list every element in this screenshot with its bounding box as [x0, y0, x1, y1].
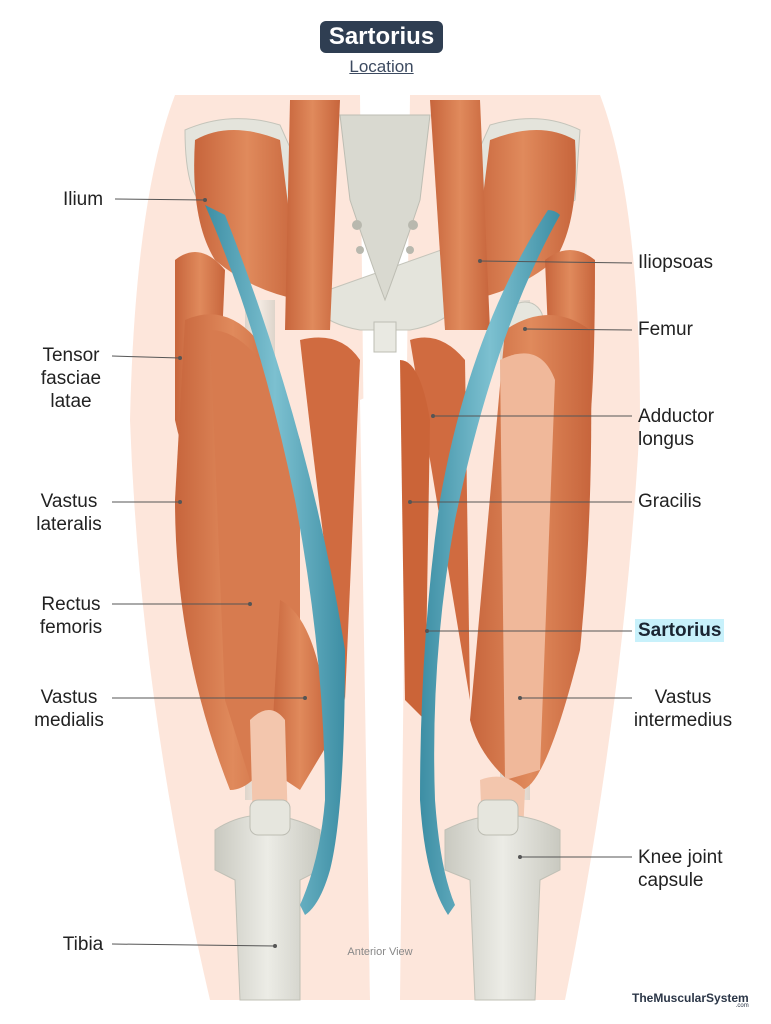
label-adductor-longus: Adductor longus [638, 405, 714, 451]
label-line: Vastus [40, 687, 98, 708]
label-knee-joint-capsule: Knee joint capsule [638, 846, 723, 892]
label-rectus-femoris: Rectus femoris [26, 593, 116, 639]
label-line: longus [638, 429, 694, 450]
label-line: lateralis [36, 514, 102, 535]
label-gracilis: Gracilis [638, 490, 701, 513]
label-line: Iliopsoas [638, 252, 713, 273]
leader-dots [178, 198, 527, 948]
label-tensor-fasciae-latae: Tensor fasciae latae [28, 344, 114, 413]
label-line: Vastus [654, 687, 712, 708]
right-thigh-muscles [400, 100, 595, 910]
label-line: femoris [39, 617, 103, 638]
label-line: Tensor [42, 345, 100, 366]
label-line: fasciae [40, 368, 102, 389]
label-line: Rectus [41, 594, 101, 615]
label-ilium: Ilium [48, 188, 118, 211]
label-line: latae [50, 391, 92, 412]
brand-tld: .com [735, 1003, 749, 1009]
label-vastus-intermedius: Vastus intermedius [618, 686, 748, 732]
label-femur: Femur [638, 318, 693, 341]
label-iliopsoas: Iliopsoas [638, 251, 713, 274]
label-tibia: Tibia [48, 933, 118, 956]
label-line: Femur [638, 319, 693, 340]
knee-and-tibia [214, 799, 561, 1001]
page-subtitle: Location [349, 57, 414, 76]
label-line: Ilium [62, 189, 104, 210]
brand-name: TheMuscularSystem [632, 991, 749, 1005]
leader-lines [111, 198, 633, 947]
label-line: Vastus [40, 491, 98, 512]
label-line-highlighted: Sartorius [635, 619, 725, 642]
label-line: Tibia [62, 934, 104, 955]
label-sartorius: Sartorius [635, 619, 725, 642]
sartorius-muscle [205, 205, 560, 915]
label-line: Knee joint [638, 847, 723, 868]
view-caption: Anterior View [347, 946, 413, 958]
label-line: Gracilis [638, 491, 702, 512]
label-line: medialis [34, 710, 104, 731]
label-line: Adductor [638, 406, 715, 427]
page-title: Sartorius [320, 21, 443, 53]
label-vastus-medialis: Vastus medialis [22, 686, 116, 732]
label-line: capsule [638, 870, 704, 891]
label-vastus-lateralis: Vastus lateralis [22, 490, 116, 536]
brand-logo: TheMuscularSystem .com [632, 991, 749, 1009]
label-line: intermedius [633, 710, 733, 731]
